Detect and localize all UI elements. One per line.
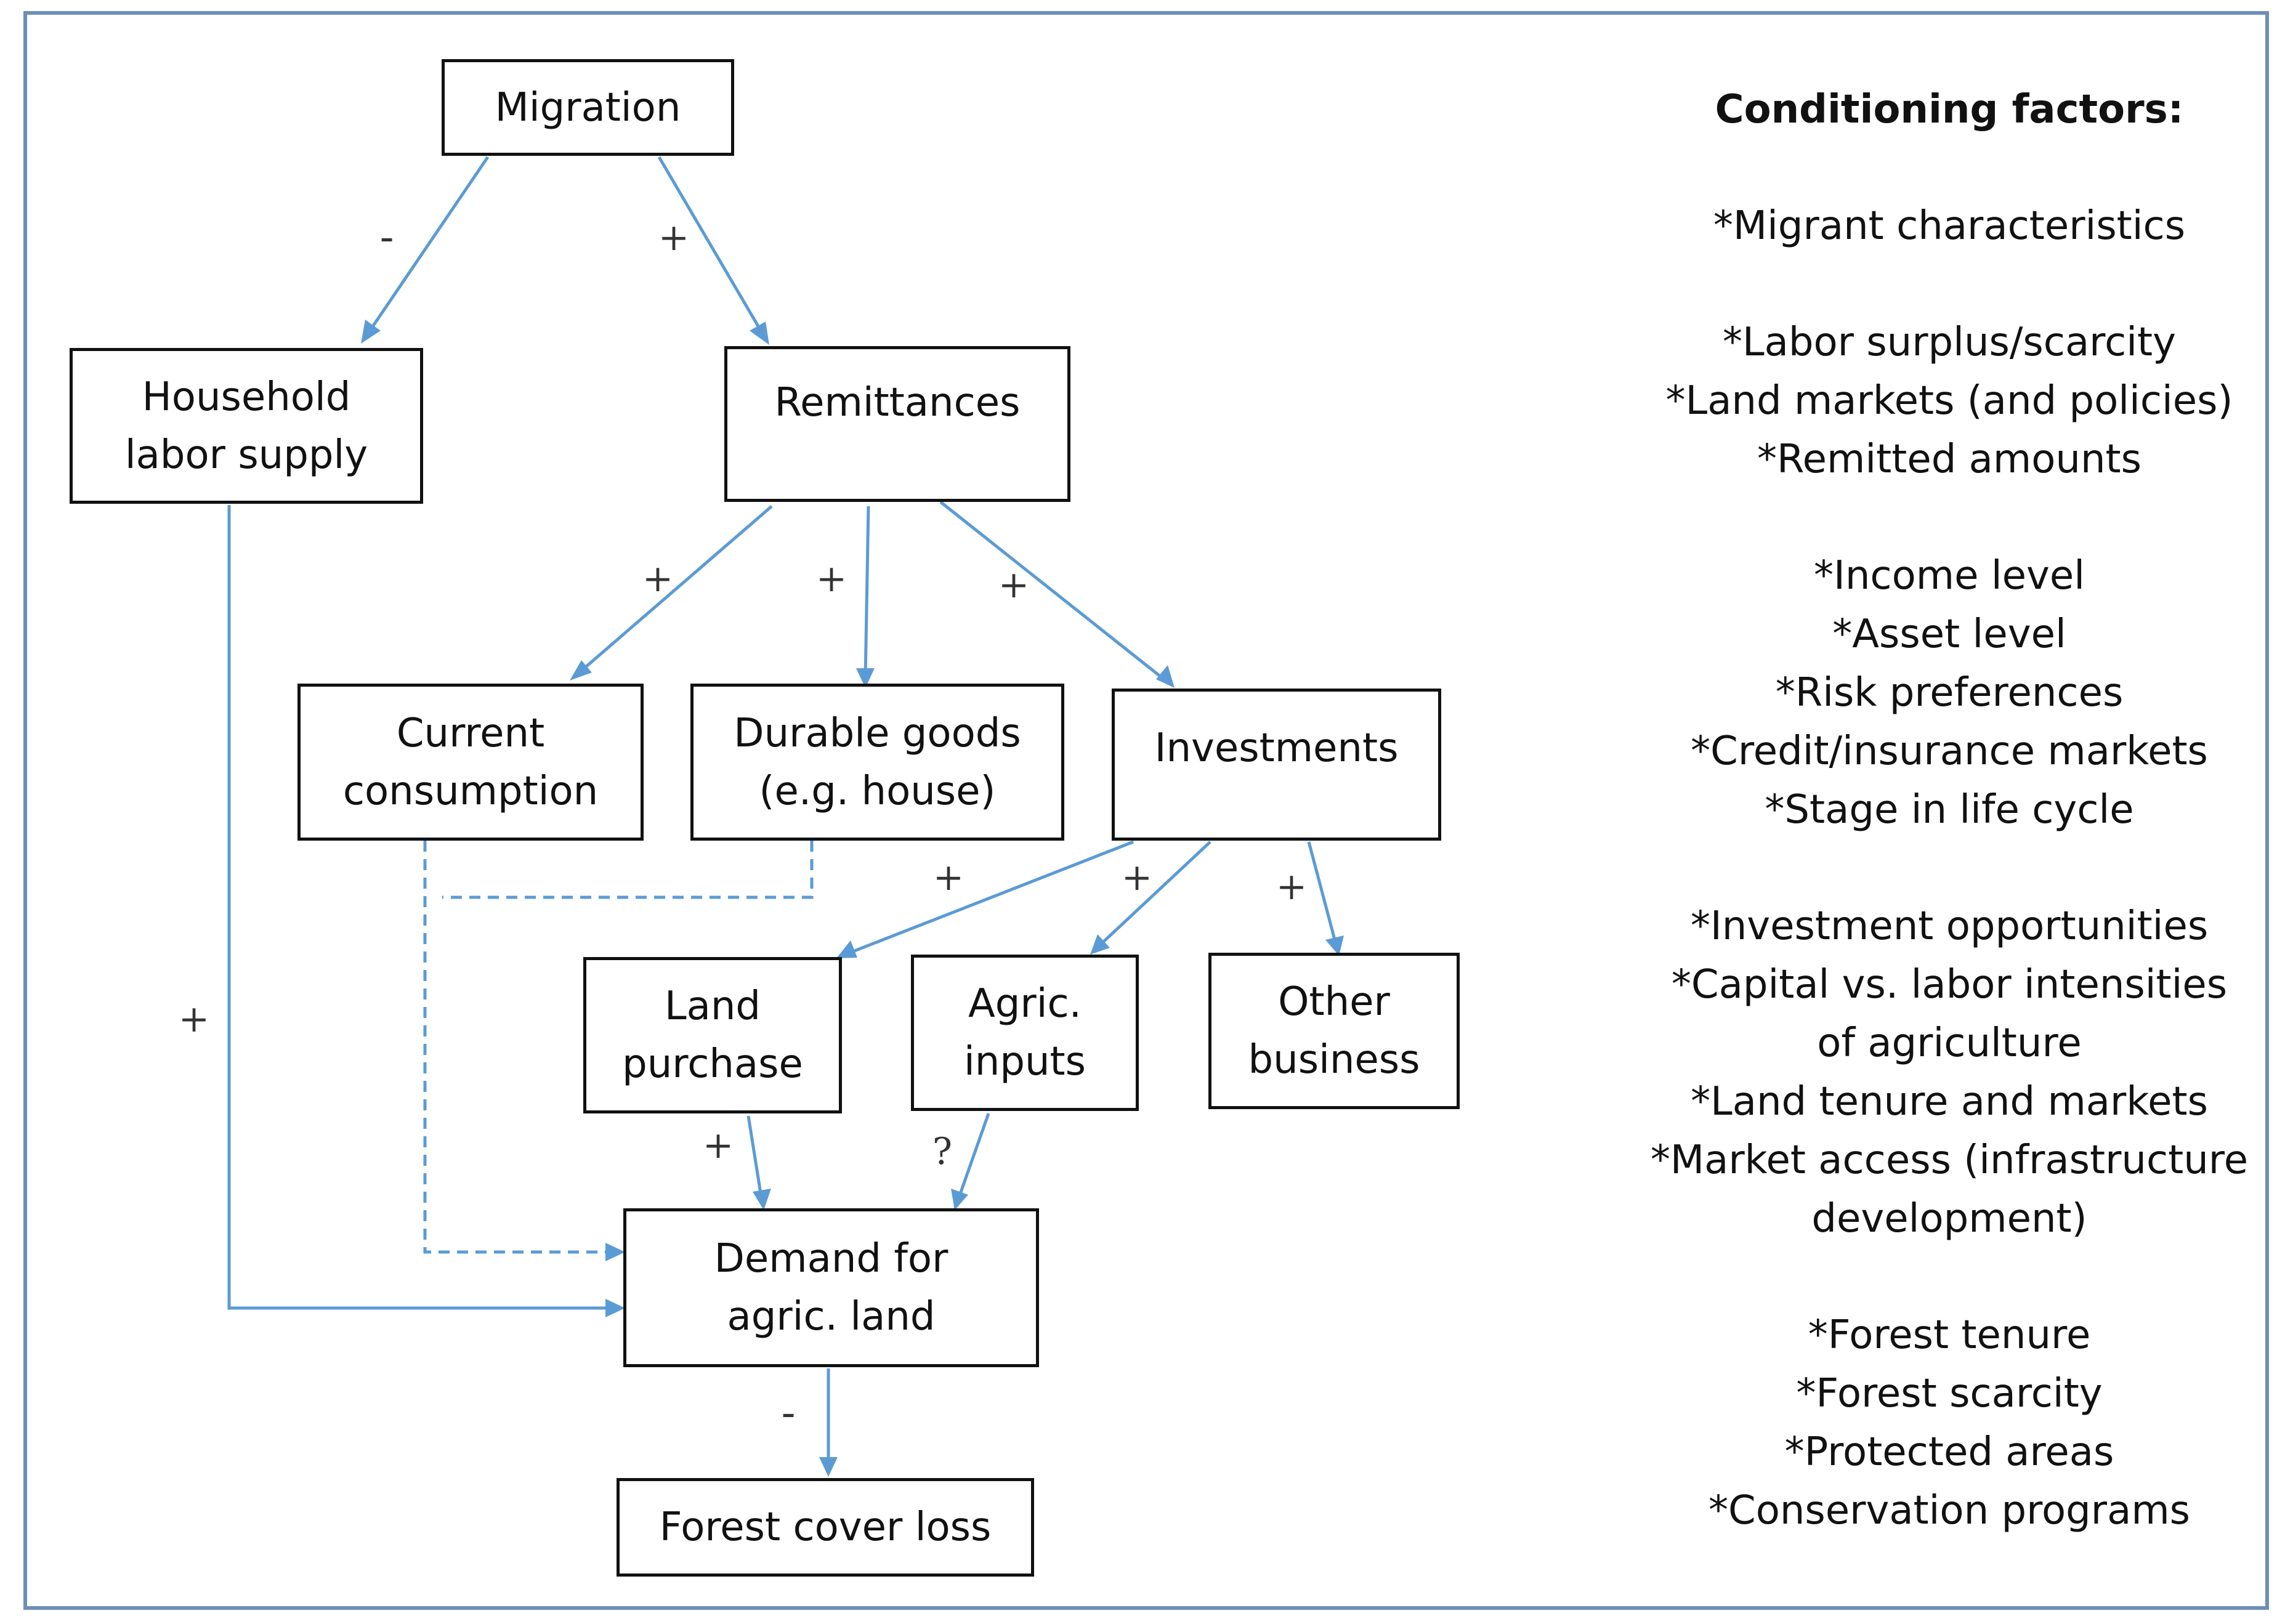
factor-item: development) [1811, 1196, 2087, 1242]
other-business-line2: business [1248, 1037, 1420, 1083]
factor-item: *Migrant characteristics [1713, 203, 2186, 249]
arrowhead-agric-demand [951, 1189, 968, 1210]
other-business-node: Other business [1208, 953, 1460, 1109]
factor-item: *Conservation programs [1709, 1488, 2190, 1533]
durable-goods-node: Durable goods (e.g. house) [690, 684, 1064, 841]
factor-item: *Market access (infrastructure [1650, 1137, 2249, 1183]
factor-group-investment: *Investment opportunities *Capital vs. l… [1638, 897, 2260, 1248]
agric-inputs-line1: Agric. [968, 981, 1082, 1027]
factor-item: *Risk preferences [1775, 670, 2124, 716]
migration-node: Migration [442, 59, 734, 156]
edge-land-demand [746, 1115, 764, 1202]
factor-item: *Forest scarcity [1796, 1371, 2103, 1416]
factor-item: *Land markets (and policies) [1665, 378, 2233, 424]
household-labor-label-line2: labor supply [124, 432, 368, 478]
investments-label: Investments [1154, 725, 1399, 771]
land-purchase-node: Land purchase [583, 957, 842, 1113]
sign-investments-agric: + [1121, 856, 1153, 899]
factor-item: *Labor surplus/scarcity [1723, 320, 2176, 365]
investments-node: Investments [1112, 689, 1441, 841]
edge-investments-other [1307, 841, 1338, 947]
arrowhead-agric [1090, 934, 1110, 955]
current-consumption-node: Current consumption [297, 684, 644, 841]
sign-remittances-investments: + [998, 564, 1030, 607]
edge-household-demand [227, 505, 619, 1310]
factor-item: *Stage in life cycle [1765, 787, 2134, 833]
arrowhead-consumption [570, 660, 592, 681]
forest-loss-label: Forest cover loss [659, 1505, 992, 1550]
factor-item: *Investment opportunities [1690, 903, 2209, 949]
factor-item: *Capital vs. labor intensities [1671, 962, 2228, 1008]
arrowhead-investments [1156, 665, 1175, 688]
demand-land-line2: agric. land [727, 1294, 936, 1339]
demand-land-line1: Demand for [714, 1236, 948, 1282]
conditioning-factors-title: Conditioning factors: [1715, 87, 2184, 132]
factor-item: *Land tenure and markets [1691, 1079, 2208, 1125]
migration-label: Migration [495, 84, 681, 131]
arrowhead-land [836, 940, 857, 958]
arrowhead-household [361, 320, 381, 344]
other-business-line1: Other [1278, 979, 1390, 1025]
sign-agric-demand: ? [932, 1130, 953, 1173]
household-labor-label-line1: Household [142, 374, 351, 420]
factor-group-labor: *Labor surplus/scarcity *Land markets (a… [1638, 313, 2260, 489]
arrowhead-land-demand [753, 1189, 771, 1210]
factor-item: *Protected areas [1784, 1429, 2114, 1475]
durable-goods-line1: Durable goods [734, 710, 1021, 756]
current-consumption-line1: Current [396, 710, 545, 756]
conditioning-factors-panel: Conditioning factors: *Migrant character… [1638, 80, 2260, 1598]
edge-remittances-investments [939, 501, 1168, 683]
factor-item: *Forest tenure [1808, 1312, 2091, 1358]
sign-investments-other: + [1276, 865, 1308, 908]
household-labor-node: Household labor supply [70, 348, 423, 504]
factor-group-household: *Income level *Asset level *Risk prefere… [1638, 547, 2260, 839]
demand-land-node: Demand for agric. land [623, 1208, 1039, 1367]
edge-investments-land [844, 840, 1134, 956]
durable-goods-line2: (e.g. house) [759, 768, 996, 814]
remittances-label: Remittances [774, 380, 1021, 426]
land-purchase-line1: Land [664, 984, 761, 1029]
arrowhead-other [1325, 935, 1344, 956]
forest-loss-node: Forest cover loss [617, 1478, 1034, 1577]
sign-land-demand: + [702, 1124, 734, 1167]
factor-item: *Income level [1813, 553, 2085, 599]
land-purchase-line2: purchase [622, 1041, 803, 1087]
sign-migration-remittances: + [658, 216, 690, 259]
edge-migration-remittances [657, 156, 766, 337]
sign-investments-land: + [932, 856, 965, 899]
factor-item: *Asset level [1832, 612, 2066, 657]
arrowhead-forest [819, 1457, 838, 1477]
factor-group-forest: *Forest tenure *Forest scarcity *Protect… [1638, 1306, 2260, 1540]
sign-migration-household: - [379, 215, 394, 261]
arrowhead-household-demand [605, 1299, 625, 1317]
sign-remittances-consumption: + [642, 557, 674, 600]
edge-consumption-durable-demand [423, 841, 619, 1254]
arrowhead-durable [856, 668, 875, 688]
sign-household-demand: + [178, 998, 210, 1041]
arrowhead-consumption-demand [605, 1243, 625, 1261]
edge-investments-agric [1095, 841, 1211, 950]
sign-demand-forest: - [781, 1391, 796, 1436]
factor-group-migrant: *Migrant characteristics [1638, 197, 2260, 256]
sign-remittances-durable: + [815, 557, 847, 600]
factor-item: *Credit/insurance markets [1691, 729, 2208, 774]
edge-durable-join [442, 841, 814, 899]
arrowhead-remittances [750, 321, 769, 345]
edge-agric-demand [956, 1113, 990, 1202]
factor-item: *Remitted amounts [1757, 437, 2141, 482]
edge-migration-household [365, 156, 490, 337]
edge-remittances-consumption [576, 505, 773, 676]
edge-remittances-durable [863, 506, 870, 679]
remittances-node: Remittances [724, 346, 1070, 502]
agric-inputs-line2: inputs [964, 1039, 1086, 1085]
current-consumption-line2: consumption [342, 768, 599, 814]
factor-item: of agriculture [1817, 1020, 2082, 1066]
agric-inputs-node: Agric. inputs [911, 955, 1139, 1111]
